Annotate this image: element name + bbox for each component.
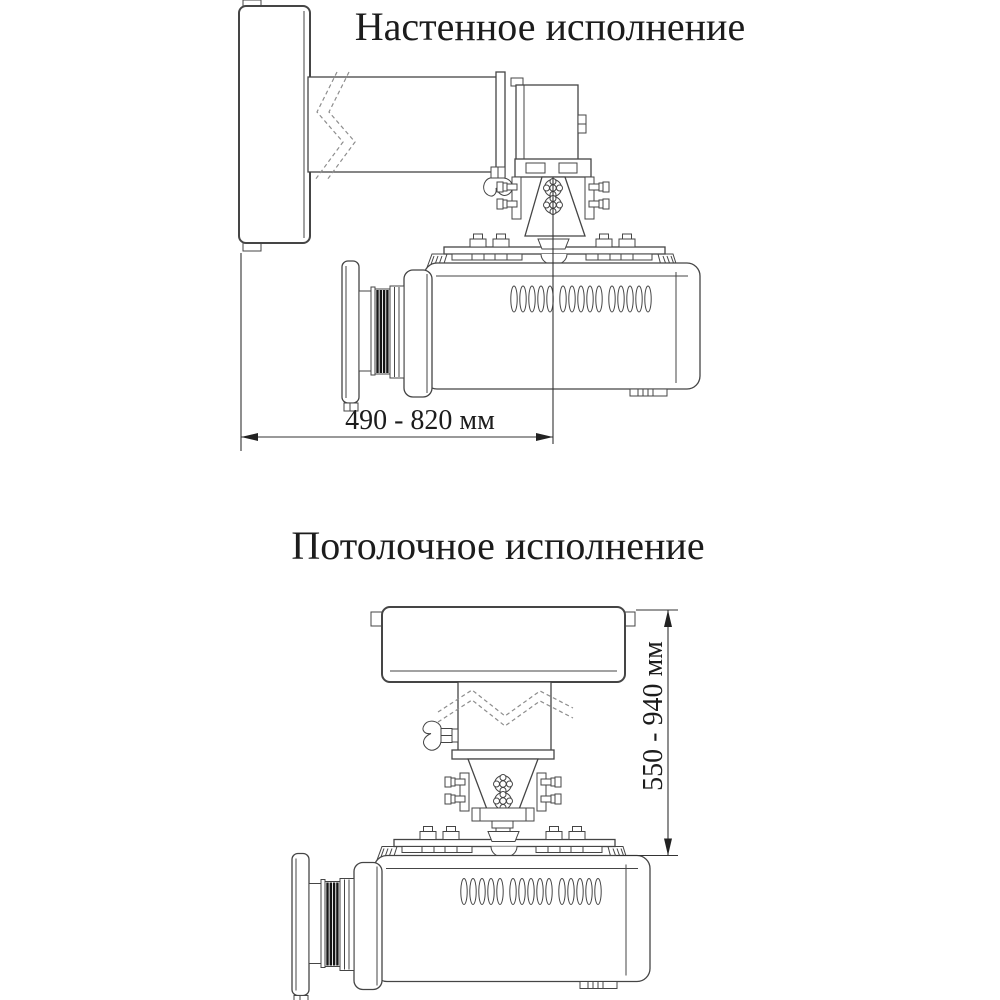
clamp-knob bbox=[422, 720, 453, 751]
dimension-arrow-left bbox=[241, 433, 258, 441]
dimension-arrow-top bbox=[664, 610, 672, 627]
tilt-bracket bbox=[483, 158, 610, 237]
ceiling-mount-title: Потолочное исполнение bbox=[291, 523, 704, 568]
ceiling-dimension: 550 - 940 мм bbox=[616, 609, 678, 857]
dimension-arrow-right bbox=[536, 433, 553, 441]
extension-arm bbox=[307, 71, 506, 178]
dimension-arrow-bottom bbox=[664, 838, 672, 856]
ceiling-dimension-label: 550 - 940 мм bbox=[638, 641, 669, 791]
wall-mount-title: Настенное исполнение bbox=[355, 4, 745, 49]
tilt-bracket-ceiling bbox=[444, 758, 562, 838]
ceiling-mount-figure: Потолочное исполнение bbox=[291, 523, 705, 1000]
projector-assembly-ceiling bbox=[292, 827, 650, 1000]
wall-mount-figure: Настенное исполнение bbox=[238, 0, 745, 451]
wall-dimension: 490 - 820 мм bbox=[240, 253, 553, 451]
wall-dimension-label: 490 - 820 мм bbox=[345, 405, 495, 436]
projector-assembly-wall bbox=[342, 234, 700, 411]
tube-clamp bbox=[422, 720, 459, 751]
wall-plate bbox=[238, 0, 311, 252]
slide-sleeve bbox=[510, 77, 587, 161]
ceiling-plate bbox=[370, 606, 636, 683]
arm-break-lines bbox=[314, 71, 356, 181]
drop-tube bbox=[451, 681, 555, 760]
